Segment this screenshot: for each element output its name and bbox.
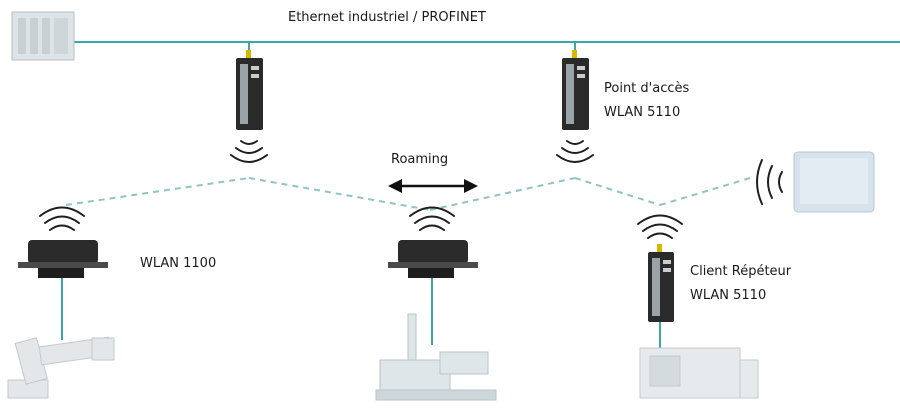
client-left-label: WLAN 1100 <box>140 256 217 271</box>
robot-arm-icon <box>7 336 115 399</box>
wifi-waves-icon <box>39 206 85 231</box>
repeater-client-icon <box>648 244 674 322</box>
plc-controller-icon <box>11 11 75 61</box>
roaming-arrow-icon <box>388 179 478 193</box>
access-point-right-icon <box>562 50 589 130</box>
wifi-waves-icon <box>637 214 683 239</box>
access-point-left-icon <box>236 50 263 130</box>
wifi-waves-icon <box>756 159 783 205</box>
access-point-label-line2: WLAN 5110 <box>604 105 681 120</box>
access-point-label-line1: Point d'accès <box>604 81 690 96</box>
roaming-label: Roaming <box>391 152 449 167</box>
repeater-label-line2: WLAN 5110 <box>690 288 767 303</box>
wifi-waves-icon <box>230 140 268 163</box>
wireless-links <box>65 177 751 211</box>
mobile-panel-icon <box>793 151 875 213</box>
wifi-waves-icon <box>409 206 455 231</box>
wifi-waves-icon <box>556 140 594 163</box>
repeater-label-line1: Client Répéteur <box>690 264 792 279</box>
machine-tool-icon <box>639 347 759 399</box>
wlan-1100-client-middle-icon <box>388 240 478 278</box>
network-title: Ethernet industriel / PROFINET <box>288 10 486 25</box>
wlan-1100-client-left-icon <box>18 240 108 278</box>
transport-vehicle-icon <box>375 313 497 401</box>
